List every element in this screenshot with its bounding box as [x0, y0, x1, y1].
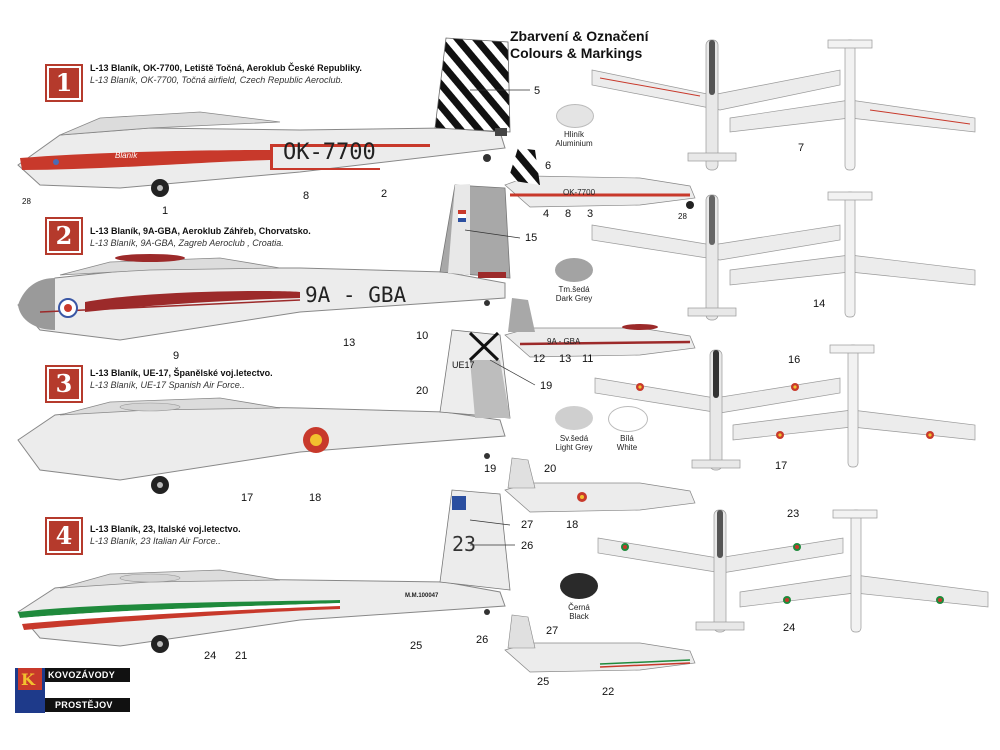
callout: 21 [235, 650, 248, 662]
scheme-1-title-en: L-13 Blaník, OK-7700, Točná airfield, Cz… [90, 75, 343, 85]
callout: 23 [787, 508, 800, 520]
glider-1-side [17, 37, 511, 197]
scheme-badge-1: 1 [47, 66, 81, 100]
callout: 28 [22, 197, 31, 206]
callout: 28 [678, 212, 687, 221]
swatch-white [608, 406, 648, 432]
scheme-badge-4: 4 [47, 519, 81, 553]
callout: 8 [565, 208, 572, 220]
heading-line1: Zbarvení & Označení [510, 28, 649, 44]
callout: 20 [544, 463, 557, 475]
callout: 25 [410, 640, 423, 652]
topviews-3 [594, 344, 976, 471]
swatch-black-en: Black [569, 612, 589, 621]
glider-3-side [17, 329, 511, 494]
callout: 6 [545, 160, 552, 172]
callout: 27 [521, 519, 534, 531]
swatch-light-grey [555, 406, 593, 430]
tail-code-4: 23 [452, 532, 477, 556]
glider-3-small-side [504, 457, 696, 513]
scheme-2-title-en: L-13 Blaník, 9A-GBA, Zagreb Aeroclub , C… [90, 238, 284, 248]
callout: 22 [602, 686, 615, 698]
logo-mark [15, 668, 130, 713]
tail-code-3: UE17 [452, 360, 475, 370]
callout: 19 [484, 463, 497, 475]
callout: 26 [476, 634, 489, 646]
callout: 24 [783, 622, 796, 634]
topviews-1 [591, 39, 976, 171]
callout: 9 [173, 350, 180, 362]
swatch-light-grey-en: Light Grey [555, 443, 593, 452]
scheme-2-title-cz: L-13 Blaník, 9A-GBA, Aeroklub Záhřeb, Ch… [90, 226, 311, 236]
nose-script-1: Blaník [115, 151, 138, 160]
callout: 14 [813, 298, 826, 310]
callout: 13 [343, 337, 356, 349]
callout: 24 [204, 650, 217, 662]
callout: 17 [241, 492, 254, 504]
swatch-light-grey-cz: Sv.šedá [559, 434, 589, 443]
callout: 10 [416, 330, 429, 342]
callout: 18 [309, 492, 322, 504]
callout: 17 [775, 460, 788, 472]
callout: 13 [559, 353, 572, 365]
swatch-dark-grey-en: Dark Grey [555, 294, 593, 303]
swatch-dark-grey-cz: Tm.šedá [558, 285, 590, 294]
registration-2: 9A - GBA [305, 283, 407, 307]
registration-1: OK-7700 [283, 140, 376, 165]
swatch-aluminium [556, 104, 594, 128]
logo-top-text: KOVOZÁVODY [48, 670, 116, 680]
callout: 27 [546, 625, 559, 637]
glider-4-side [17, 489, 511, 653]
swatch-black [560, 573, 598, 599]
scheme-3-title-en: L-13 Blaník, UE-17 Spanish Air Force.. [90, 380, 245, 390]
glider-2-side [17, 184, 511, 341]
registration-2-small: 9A - GBA [547, 337, 581, 346]
callout: 25 [537, 676, 550, 688]
callout: 4 [543, 208, 550, 220]
scheme-3-title-cz: L-13 Blaník, UE-17, Španělské voj.letect… [90, 368, 273, 378]
callout: 7 [798, 142, 805, 154]
callout: 8 [303, 190, 310, 202]
glider-4-small-side [504, 614, 696, 673]
swatch-white-cz: Bílá [620, 434, 634, 443]
registration-1-small: OK-7700 [563, 188, 596, 197]
swatch-white-en: White [616, 443, 638, 452]
swatch-aluminium-cz: Hliník [563, 130, 584, 139]
serial-4: M.M.100047 [405, 593, 439, 599]
logo-letter: K [21, 670, 35, 689]
swatch-black-cz: Černá [568, 603, 590, 612]
callout: 26 [521, 540, 534, 552]
callout: 15 [525, 232, 538, 244]
callout: 11 [582, 353, 594, 365]
leader-lines [464, 89, 536, 546]
callout: 2 [381, 188, 388, 200]
scheme-badge-3: 3 [47, 367, 81, 401]
callout: 3 [587, 208, 594, 220]
scheme-4-title-cz: L-13 Blaník, 23, Italské voj.letectvo. [90, 524, 241, 534]
topviews-4 [597, 509, 989, 633]
glider-1-small-side [504, 148, 696, 209]
logo-bottom-text: PROSTĚJOV [55, 700, 113, 710]
callout: 5 [534, 85, 541, 97]
heading-line2: Colours & Markings [510, 45, 643, 61]
glider-2-small-side [504, 298, 696, 358]
callout: 16 [788, 354, 801, 366]
callout: 12 [533, 353, 546, 365]
scheme-badge-2: 2 [47, 219, 81, 253]
scheme-4-title-en: L-13 Blaník, 23 Italian Air Force.. [90, 536, 221, 546]
swatch-dark-grey [555, 258, 593, 282]
callout: 20 [416, 385, 429, 397]
scheme-1-title-cz: L-13 Blaník, OK-7700, Letiště Točná, Aer… [90, 63, 362, 73]
swatch-aluminium-en: Aluminium [555, 139, 593, 148]
callout: 1 [162, 205, 169, 217]
topviews-2 [591, 191, 976, 321]
callout: 19 [540, 380, 553, 392]
callout: 18 [566, 519, 579, 531]
